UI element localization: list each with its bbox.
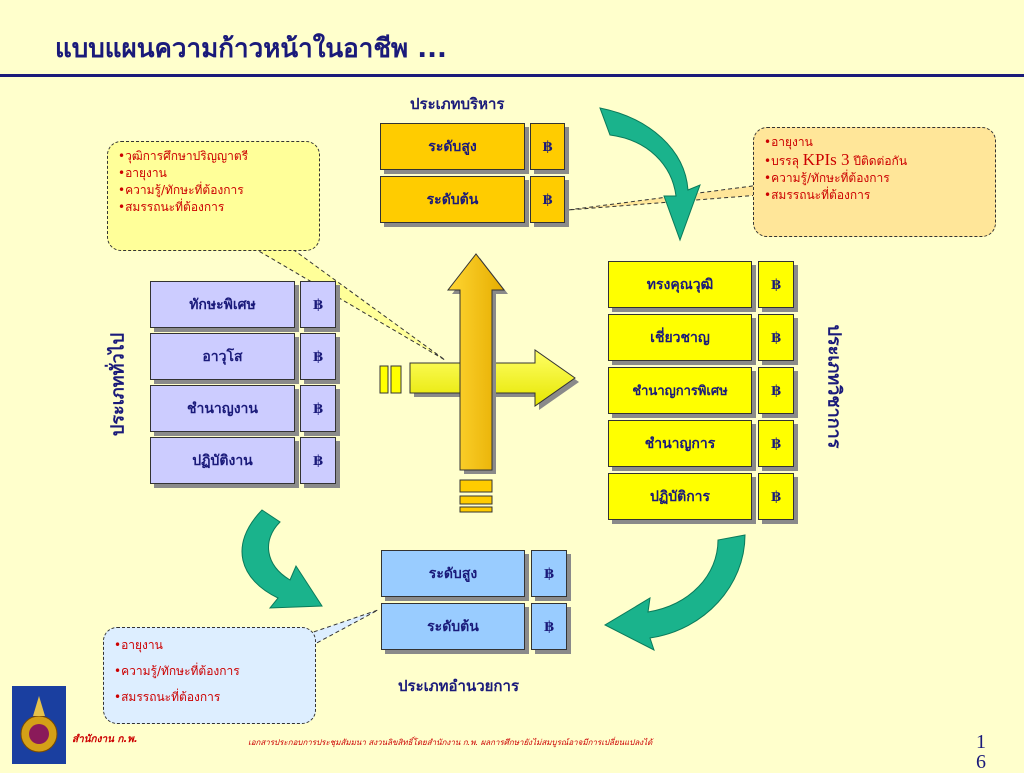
note-item: วุฒิการศึกษาปริญญาตรี	[118, 148, 309, 165]
ocsc-emblem-icon	[12, 686, 66, 764]
executive-category-label: ประเภทบริหาร	[410, 95, 505, 113]
note-item: ความรู้/ทักษะที่ต้องการ	[764, 170, 985, 187]
callout-pointer-general	[238, 239, 446, 361]
director-senior-salary-badge: ฿	[531, 550, 567, 597]
academic-level-1: ทรงคุณวุฒิ	[608, 261, 752, 308]
note-item-kpi: บรรลุ KPIs 3 ปีติดต่อกัน	[764, 151, 985, 170]
note-item: อายุงาน	[764, 134, 985, 151]
note-director-requirements: อายุงาน ความรู้/ทักษะที่ต้องการ สมรรถนะท…	[103, 627, 316, 724]
note-item: สมรรถนะที่ต้องการ	[764, 187, 985, 204]
footer-disclaimer: เอกสารประกอบการประชุมสัมมนา สงวนลิขสิทธิ…	[248, 738, 653, 747]
general-level-1: ทักษะพิเศษ	[150, 281, 295, 328]
kpi-suffix: ปีติดต่อกัน	[849, 154, 908, 168]
general-level-4-salary-badge: ฿	[300, 437, 336, 484]
academic-category-label: ประเภทวิชาการ	[823, 324, 845, 449]
executive-senior-salary-badge: ฿	[530, 123, 565, 170]
general-category-label: ประเภททั่วไป	[107, 332, 129, 437]
academic-level-3-salary-badge: ฿	[758, 367, 794, 414]
director-junior-salary-badge: ฿	[531, 603, 567, 650]
academic-level-5: ปฏิบัติการ	[608, 473, 752, 520]
note-item: ความรู้/ทักษะที่ต้องการ	[114, 658, 305, 684]
note-item: อายุงาน	[114, 632, 305, 658]
academic-level-2-salary-badge: ฿	[758, 314, 794, 361]
academic-level-4: ชำนาญการ	[608, 420, 752, 467]
director-level-junior: ระดับต้น	[381, 603, 525, 650]
note-item: ความรู้/ทักษะที่ต้องการ	[118, 182, 309, 199]
title-divider	[0, 74, 1024, 77]
general-level-2: อาวุโส	[150, 333, 295, 380]
executive-junior-salary-badge: ฿	[530, 176, 565, 223]
academic-level-5-salary-badge: ฿	[758, 473, 794, 520]
academic-level-4-salary-badge: ฿	[758, 420, 794, 467]
general-level-1-salary-badge: ฿	[300, 281, 336, 328]
executive-level-junior: ระดับต้น	[380, 176, 525, 223]
note-item: สมรรถนะที่ต้องการ	[114, 684, 305, 710]
kpi-value: KPIs 3	[802, 150, 850, 169]
director-category-label: ประเภทอำนวยการ	[398, 677, 519, 695]
academic-level-3: ชำนาญการพิเศษ	[608, 367, 752, 414]
academic-level-2: เชี่ยวชาญ	[608, 314, 752, 361]
academic-level-1-salary-badge: ฿	[758, 261, 794, 308]
curved-arrow-bottom-right	[603, 534, 746, 652]
vertical-arrow	[446, 253, 508, 513]
footer-org-name: สำนักงาน ก.พ.	[72, 734, 138, 745]
page-number: 16	[976, 731, 986, 773]
kpi-prefix: บรรลุ	[771, 154, 803, 168]
general-level-4: ปฏิบัติงาน	[150, 437, 295, 484]
curved-arrow-bottom-left	[241, 509, 323, 609]
note-item: สมรรถนะที่ต้องการ	[118, 199, 309, 216]
note-executive-requirements: อายุงาน บรรลุ KPIs 3 ปีติดต่อกัน ความรู้…	[753, 127, 996, 237]
executive-level-senior: ระดับสูง	[380, 123, 525, 170]
general-level-3-salary-badge: ฿	[300, 385, 336, 432]
callout-pointer-executive	[567, 184, 761, 211]
note-general-requirements: วุฒิการศึกษาปริญญาตรี อายุงาน ความรู้/ทั…	[107, 141, 320, 251]
curved-arrow-top-right	[599, 107, 701, 242]
general-level-3: ชำนาญงาน	[150, 385, 295, 432]
general-level-2-salary-badge: ฿	[300, 333, 336, 380]
note-item: อายุงาน	[118, 165, 309, 182]
page-title: แบบแผนความก้าวหน้าในอาชีพ ...	[55, 34, 447, 64]
director-level-senior: ระดับสูง	[381, 550, 525, 597]
